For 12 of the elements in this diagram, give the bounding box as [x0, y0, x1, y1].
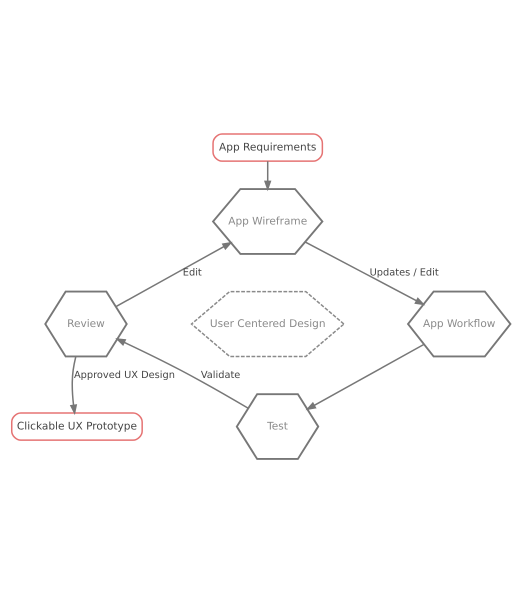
- arrow: [264, 160, 272, 191]
- arrow: [116, 241, 233, 307]
- arrow: [70, 356, 78, 415]
- node-box: Clickable UX Prototype: [10, 412, 143, 440]
- arrow: [304, 240, 426, 305]
- arrow: [306, 343, 424, 410]
- edge-label: Updates / Edit: [370, 266, 439, 278]
- edge-label: Validate: [200, 369, 240, 380]
- edge-label: Approved UX Design: [74, 369, 175, 380]
- edge-label: Edit: [182, 266, 202, 278]
- arrow: [115, 338, 249, 408]
- node-box: App Requirements: [212, 132, 324, 162]
